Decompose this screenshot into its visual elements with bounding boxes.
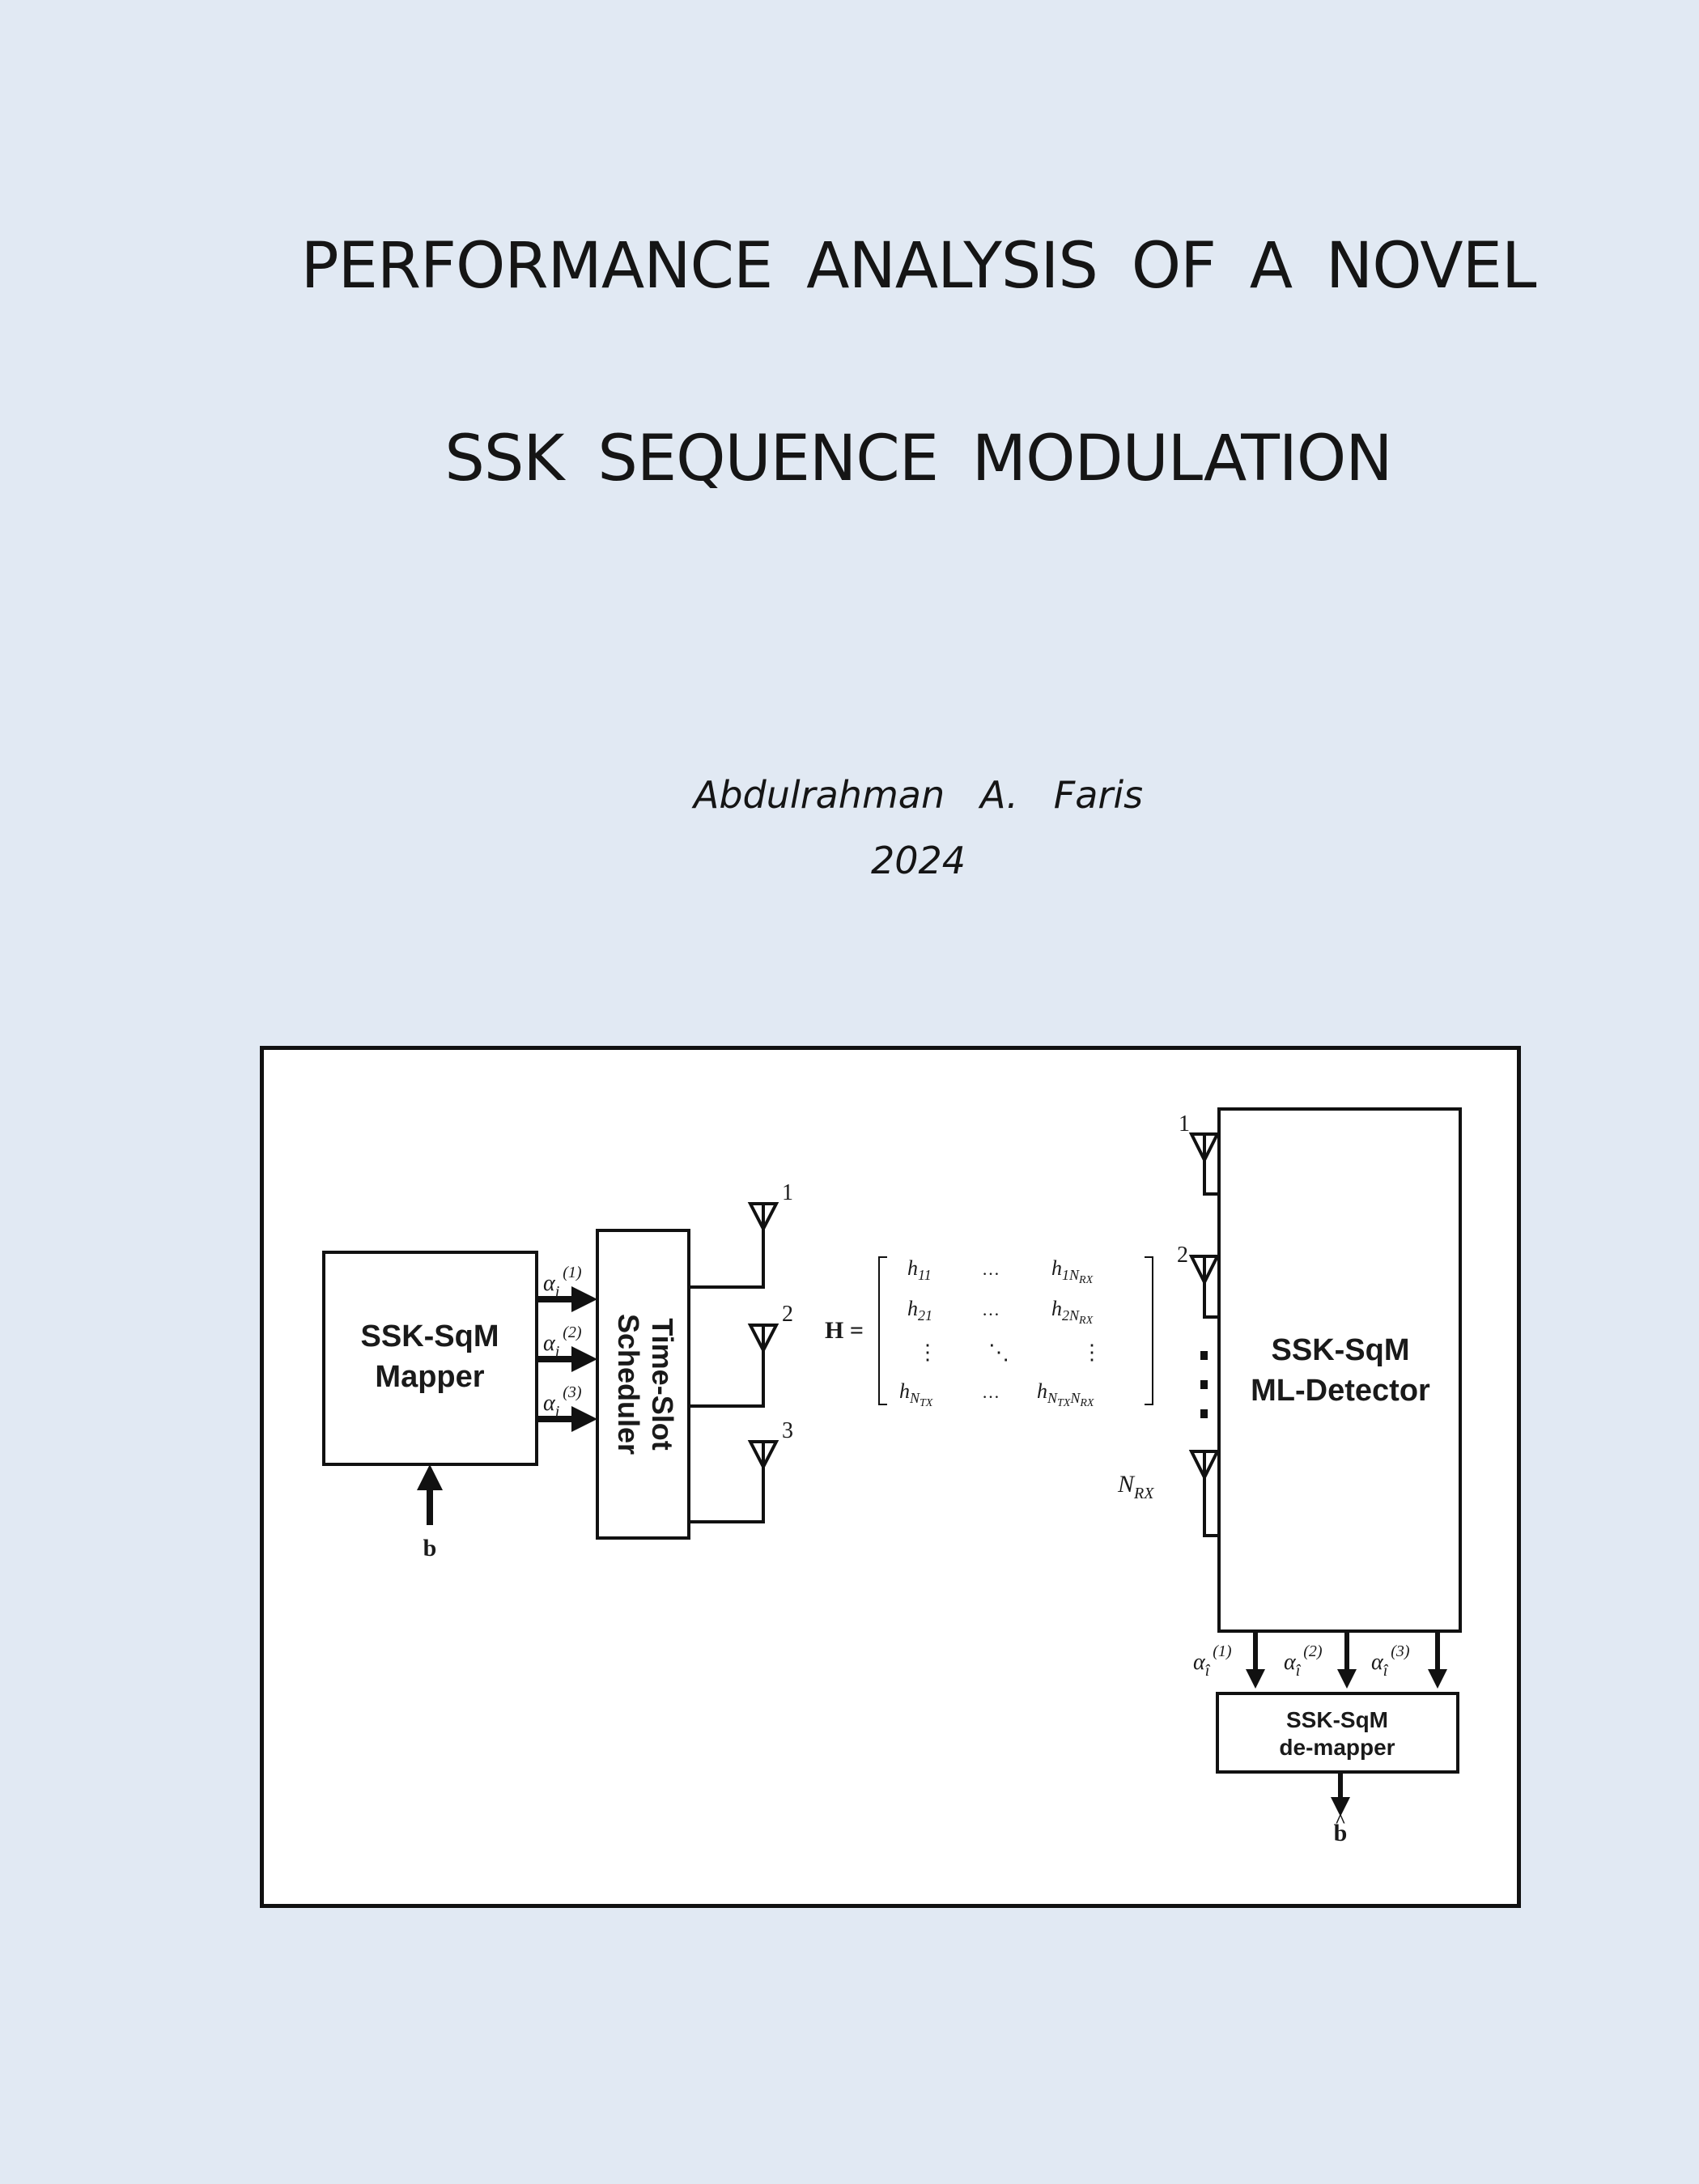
scheduler-block — [596, 1229, 690, 1540]
channel-matrix: H = h11 … h1NRX h21 … h2NRX ⋮ ⋱ ⋮ hNTX …… — [825, 1256, 1153, 1409]
system-block-diagram: αi(1) αi(2) αi(3) SSK-SqM Mapper b Time-… — [260, 1046, 1521, 1908]
svg-text:αî(3): αî(3) — [1371, 1642, 1410, 1680]
tx-antenna-2 — [747, 1324, 779, 1354]
svg-text:⋱: ⋱ — [988, 1341, 1009, 1364]
matrix-bracket-left — [878, 1256, 887, 1405]
alpha-2-sup: (2) — [563, 1324, 582, 1341]
svg-text:…: … — [982, 1299, 1000, 1319]
svg-text:⋮: ⋮ — [917, 1341, 938, 1364]
alpha-1-symbol: α — [543, 1271, 556, 1296]
rx-antenna-label-1: 1 — [1179, 1111, 1190, 1137]
svg-text:h1NRX: h1NRX — [1051, 1256, 1094, 1286]
svg-text:Scheduler: Scheduler — [612, 1314, 645, 1455]
alpha-2-sub: i — [555, 1343, 560, 1361]
input-bits-label: b — [423, 1535, 437, 1562]
svg-text:Time-Slot: Time-Slot — [646, 1318, 679, 1450]
svg-text:⋮: ⋮ — [1081, 1341, 1102, 1364]
tx-antennas — [689, 1202, 779, 1523]
rx-antenna-1 — [1188, 1132, 1221, 1164]
alpha-arrows — [417, 1286, 597, 1525]
tx-antenna-label-2: 2 — [782, 1302, 793, 1327]
alpha-3-sup: (3) — [563, 1383, 582, 1401]
diagram-canvas: αi(1) αi(2) αi(3) SSK-SqM Mapper b Time-… — [322, 1107, 1462, 1846]
rx-ellipsis — [1200, 1351, 1208, 1418]
alpha-3-sub: i — [555, 1403, 560, 1421]
channel-lhs: H = — [825, 1317, 864, 1344]
alpha-1-sup: (1) — [563, 1264, 582, 1281]
scheduler-label: Time-Slot Scheduler — [612, 1314, 679, 1455]
svg-text:h21: h21 — [907, 1297, 932, 1324]
publication-year: 2024 — [870, 839, 966, 882]
rx-antenna-label-2: 2 — [1177, 1243, 1188, 1268]
title-line-2: SSK SEQUENCE MODULATION — [444, 423, 1392, 495]
output-bits-label: b — [1334, 1820, 1348, 1846]
estimate-arrows — [1246, 1633, 1447, 1816]
svg-text:αi(1): αi(1) — [543, 1264, 582, 1301]
tx-antenna-label-3: 3 — [782, 1418, 793, 1443]
tx-antenna-label-1: 1 — [782, 1180, 793, 1205]
alpha-2-symbol: α — [543, 1331, 556, 1356]
detector-block — [1217, 1107, 1462, 1633]
alpha-1-sub: i — [555, 1283, 560, 1301]
title-line-1: PERFORMANCE ANALYSIS OF A NOVEL — [300, 230, 1537, 303]
alpha-3-symbol: α — [543, 1391, 556, 1416]
mapper-block — [322, 1251, 538, 1466]
rx-antenna-n — [1188, 1450, 1221, 1481]
rx-antennas — [1188, 1132, 1221, 1537]
author-name: Abdulrahman A. Faris — [693, 773, 1144, 817]
rx-antenna-2 — [1188, 1255, 1221, 1286]
alpha-labels: αi(1) αi(2) αi(3) — [543, 1264, 582, 1421]
svg-text:h11: h11 — [907, 1256, 932, 1283]
svg-text:hNTX: hNTX — [899, 1379, 933, 1409]
matrix-bracket-right — [1145, 1256, 1153, 1405]
mapper-label-2: Mapper — [375, 1360, 484, 1394]
detector-label-2: ML-Detector — [1251, 1374, 1430, 1408]
demapper-label-1: SSK-SqM — [1286, 1707, 1388, 1732]
svg-text:αi(3): αi(3) — [543, 1383, 582, 1421]
svg-text:αî(2): αî(2) — [1284, 1642, 1323, 1680]
svg-text:…: … — [982, 1382, 1000, 1402]
detector-label-1: SSK-SqM — [1272, 1333, 1410, 1367]
rx-antenna-label-n: NRX — [1117, 1471, 1154, 1502]
svg-text:αî(1): αî(1) — [1193, 1642, 1232, 1680]
tx-antenna-3 — [747, 1440, 779, 1471]
tx-antenna-1 — [747, 1202, 779, 1233]
demapper-label-2: de-mapper — [1279, 1735, 1395, 1760]
svg-text:…: … — [982, 1259, 1000, 1279]
svg-text:h2NRX: h2NRX — [1051, 1297, 1094, 1327]
output-bits-hat: ^ — [1335, 1811, 1346, 1832]
estimate-labels: αî(1) αî(2) αî(3) — [1193, 1642, 1410, 1680]
demapper-block — [1216, 1692, 1459, 1774]
svg-text:αi(2): αi(2) — [543, 1324, 582, 1361]
svg-text:hNTXNRX: hNTXNRX — [1037, 1379, 1094, 1409]
mapper-label-1: SSK-SqM — [361, 1319, 499, 1353]
